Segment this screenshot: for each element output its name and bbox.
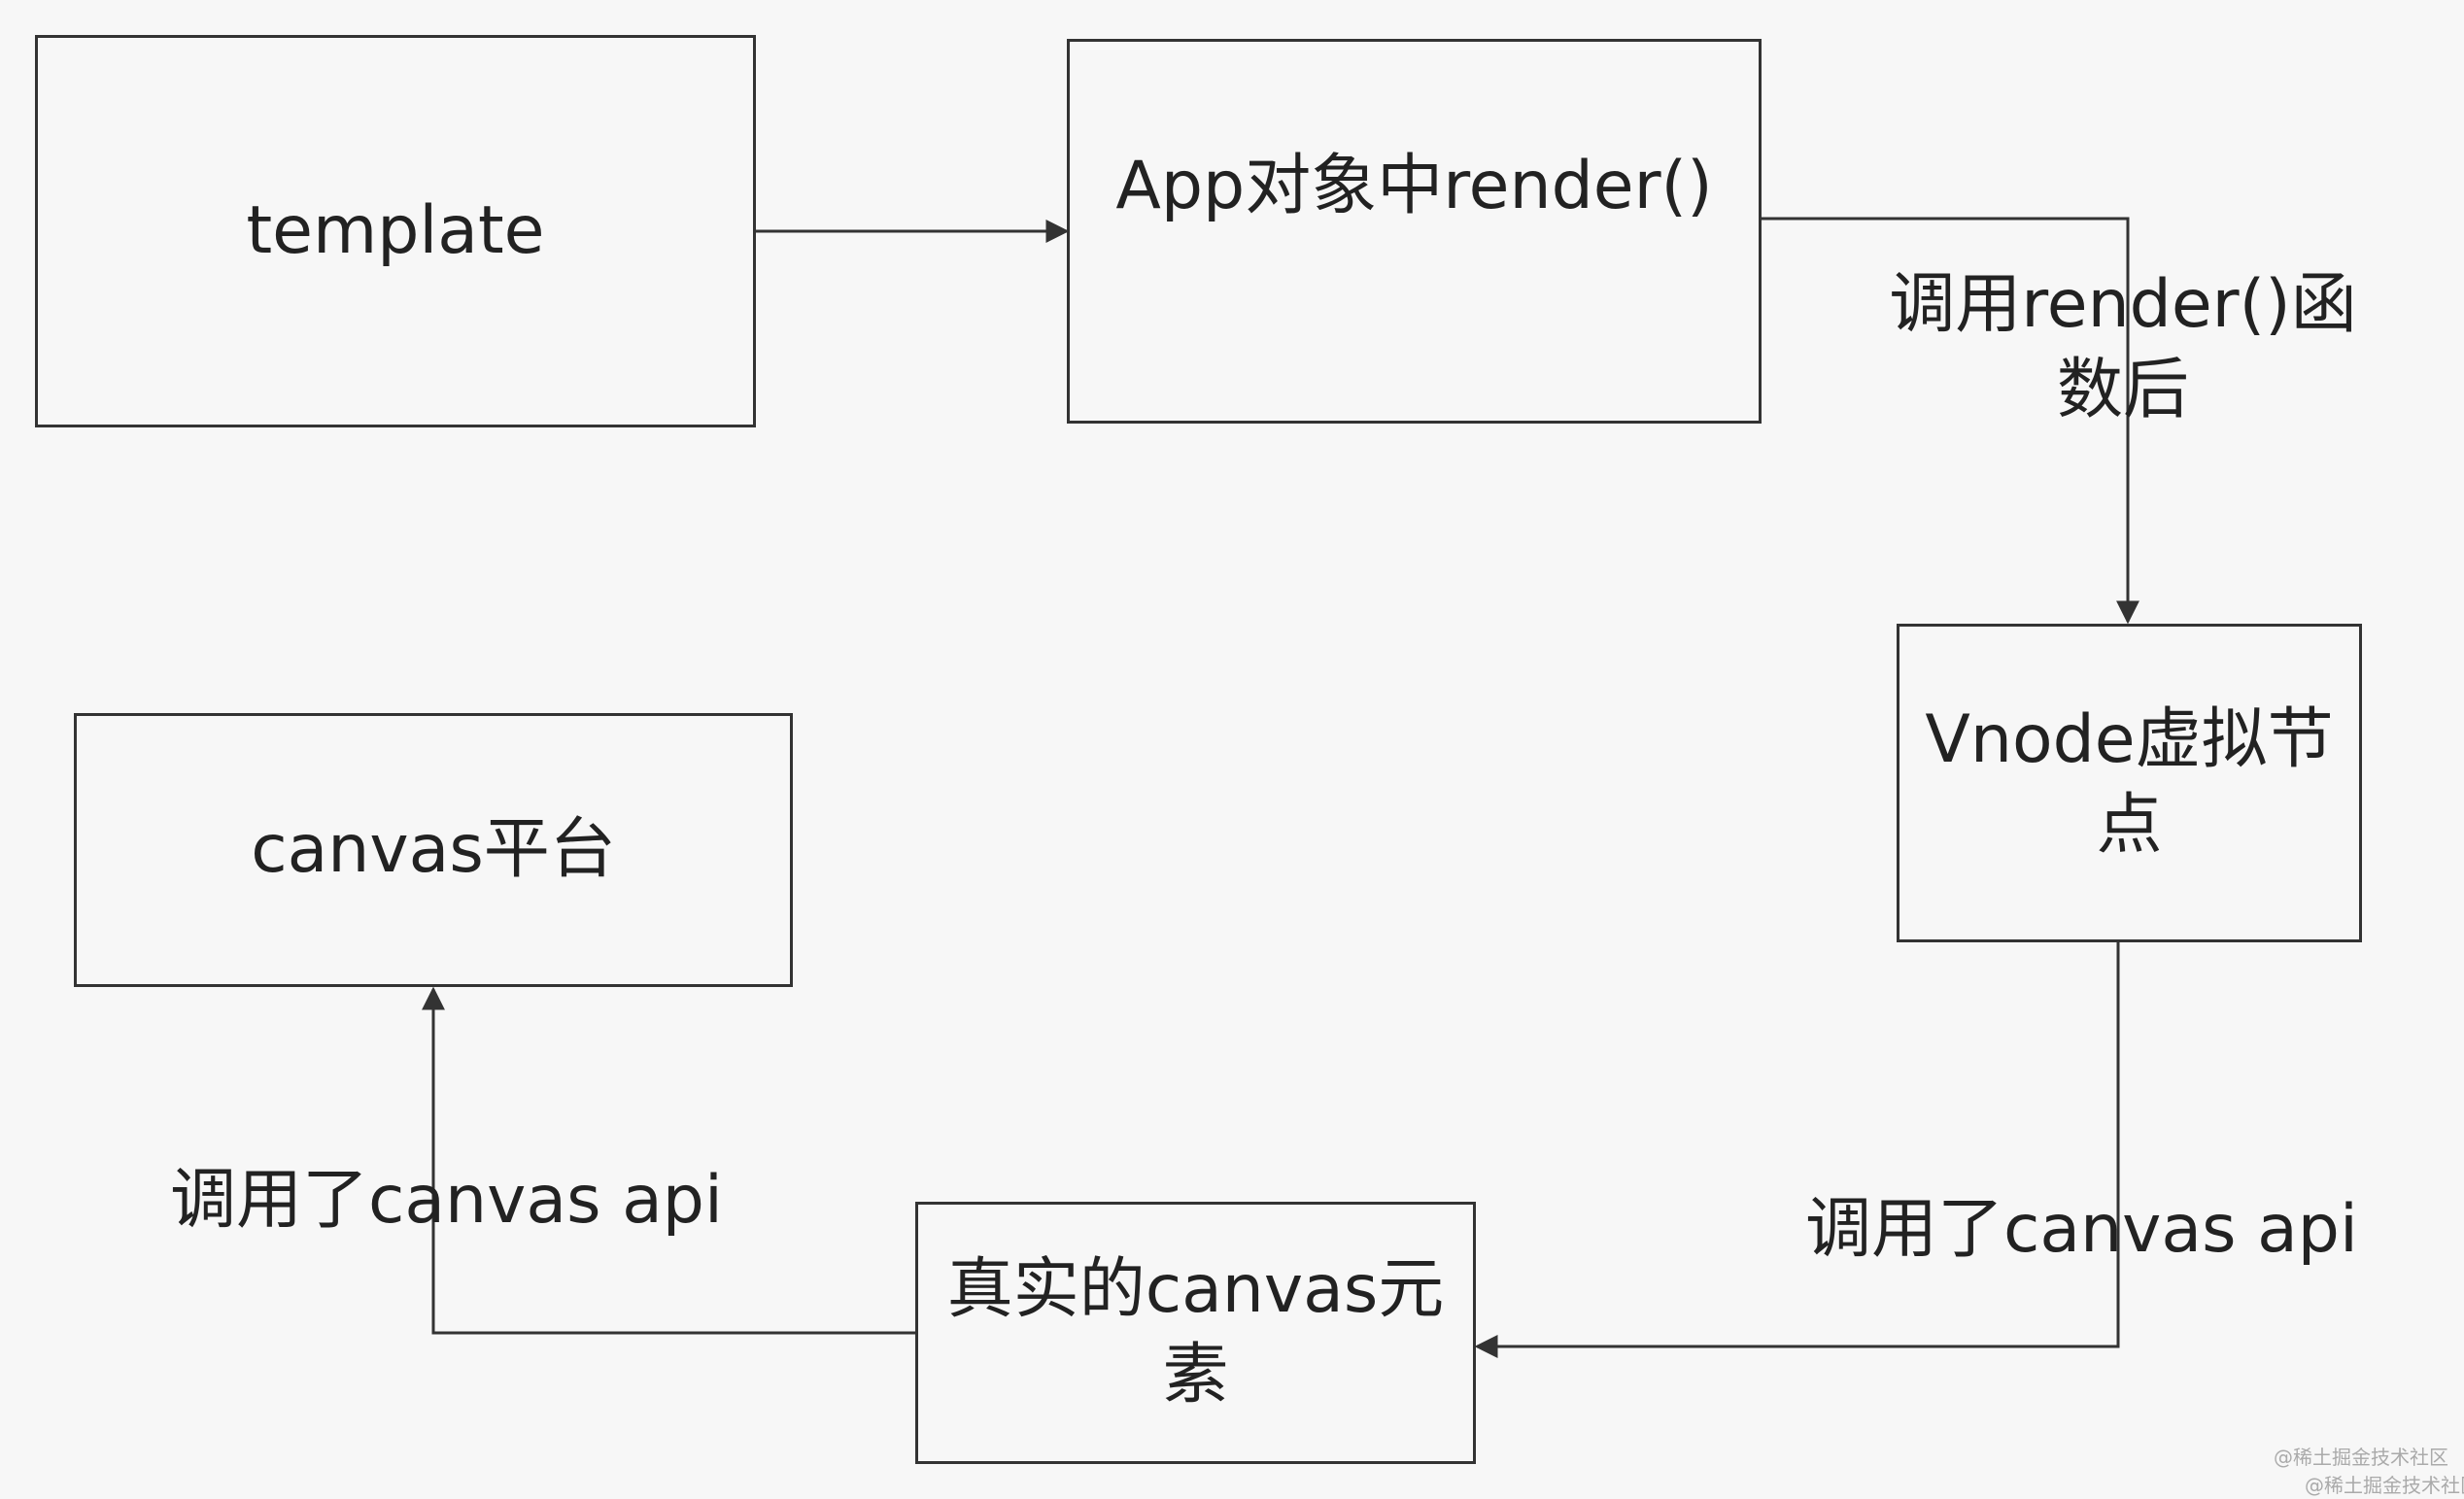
- arrow-vnode-to-real-canvas: [1474, 933, 2120, 1358]
- node-app-render: App对象中render(): [1067, 39, 1762, 424]
- node-canvas-platform: canvas平台: [74, 713, 793, 987]
- arrow-app-to-vnode: [1760, 217, 2139, 625]
- node-app-render-label: App对象中render(): [1115, 148, 1713, 224]
- node-template: template: [35, 35, 756, 427]
- node-vnode-label: Vnode虚拟节点: [1925, 700, 2334, 864]
- node-real-canvas-label: 真实的canvas元素: [946, 1250, 1445, 1414]
- node-canvas-platform-label: canvas平台: [251, 810, 616, 888]
- node-vnode: Vnode虚拟节点: [1897, 624, 2362, 942]
- node-template-label: template: [246, 191, 545, 269]
- watermark-line-1: @稀土掘金技术社区: [2274, 1446, 2448, 1469]
- edge-label-vnode-to-real-canvas: 调用了canvas api: [1805, 1191, 2358, 1268]
- watermark-line-2: @稀土掘金技术社区: [2305, 1474, 2464, 1497]
- edge-label-real-canvas-to-platform: 调用了canvas api: [170, 1162, 723, 1239]
- edge-label-render-to-vnode: 调用render()函数后: [1889, 266, 2357, 429]
- arrow-real-canvas-to-platform: [422, 986, 915, 1335]
- node-real-canvas: 真实的canvas元素: [915, 1202, 1476, 1464]
